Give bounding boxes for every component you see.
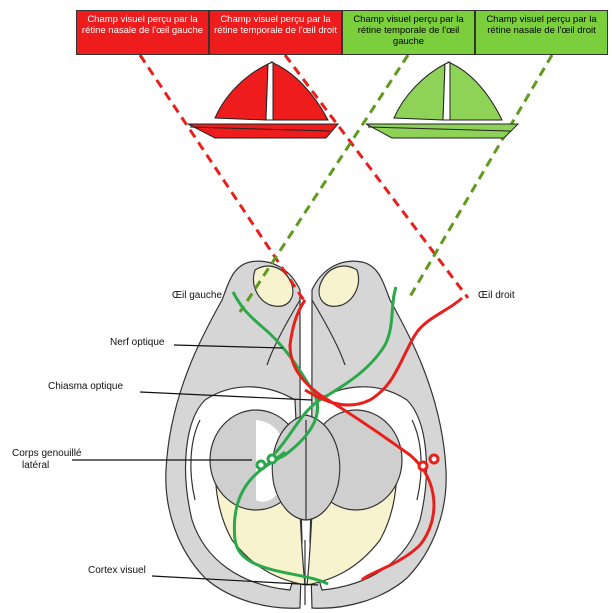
label-visual-cortex: Cortex visuel (88, 565, 146, 576)
label-optic-nerve: Nerf optique (110, 337, 164, 348)
label-chiasm: Chiasma optique (48, 381, 123, 392)
visual-field-boxes: Champ visuel perçu par la rétine nasale … (76, 10, 608, 55)
label-right-eye: Œil droit (478, 290, 515, 301)
box-right-nasal: Champ visuel perçu par la rétine nasale … (475, 10, 608, 55)
box-right-temporal: Champ visuel perçu par la rétine tempora… (209, 10, 342, 55)
box-left-temporal: Champ visuel perçu par la rétine tempora… (342, 10, 475, 55)
red-sailboat (188, 62, 338, 138)
label-lgn-line2: latéral (22, 460, 49, 471)
label-left-eye: Œil gauche (172, 290, 222, 301)
green-sailboat (366, 62, 518, 138)
box-left-nasal: Champ visuel perçu par la rétine nasale … (76, 10, 209, 55)
label-lgn-line1: Corps genouillé (12, 448, 82, 459)
